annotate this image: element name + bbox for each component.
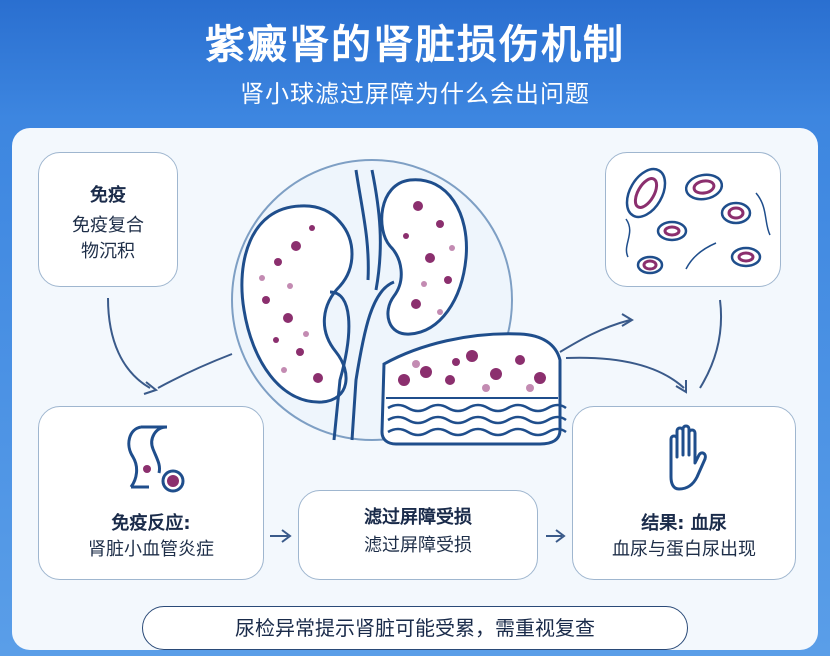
page-title: 紫癜肾的肾脏损伤机制: [205, 22, 625, 68]
immune-card: 免疫 免疫复合 物沉积: [38, 152, 178, 287]
vasculitis-card-title: 免疫反应:: [111, 513, 191, 534]
immune-card-line2: 物沉积: [81, 241, 135, 262]
barrier-card-title: 滤过屏障受损: [364, 507, 472, 528]
red-cells-card: [605, 152, 781, 287]
immune-card-line1: 免疫复合: [72, 215, 144, 236]
page-subtitle: 肾小球滤过屏障为什么会出问题: [240, 80, 590, 108]
vasculitis-card-body: 肾脏小血管炎症: [88, 539, 214, 560]
barrier-card: 滤过屏障受损 滤过屏障受损: [298, 490, 538, 580]
raised-hand-icon: [669, 424, 707, 491]
footer-note: 尿检异常提示肾脏可能受累，需重视复查: [142, 606, 688, 650]
immune-card-title: 免疫: [90, 185, 126, 206]
result-card-title: 结果: 血尿: [641, 513, 727, 534]
result-card: 结果: 血尿 血尿与蛋白尿出现: [572, 406, 796, 580]
vessel-with-deposit-icon: [127, 425, 185, 493]
result-card-body: 血尿与蛋白尿出现: [612, 539, 756, 560]
barrier-card-body: 滤过屏障受损: [364, 535, 472, 556]
vasculitis-card: 免疫反应: 肾脏小血管炎症: [38, 406, 264, 580]
red-blood-cells-icon: [625, 167, 771, 275]
header: 紫癜肾的肾脏损伤机制 肾小球滤过屏障为什么会出问题: [0, 0, 830, 130]
